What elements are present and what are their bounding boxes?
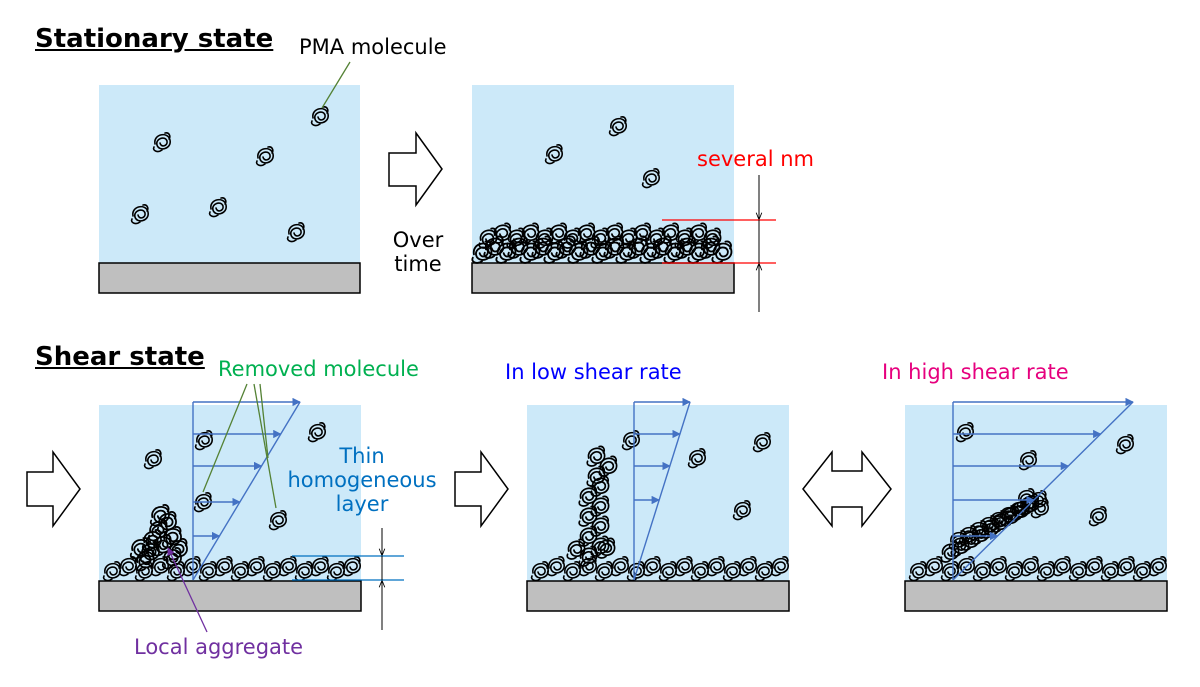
velocity-profile (952, 397, 1134, 581)
pma-leader-line (321, 61, 351, 109)
velocity-gradient-line (192, 401, 301, 581)
several-nm-label: several nm (697, 147, 814, 171)
velocity-profile (192, 397, 301, 581)
substrate (98, 262, 361, 294)
pma-molecule-label: PMA molecule (299, 35, 447, 59)
low-shear-panel (526, 397, 790, 612)
right-arrow-icon (26, 449, 81, 529)
removed-molecule-leaders (202, 383, 277, 509)
high-shear-panel (904, 397, 1168, 612)
substrate (98, 580, 362, 612)
local-aggregate-label: Local aggregate (134, 635, 304, 659)
stationary-initial-panel (98, 85, 361, 294)
right-arrow-icon (388, 130, 443, 208)
over-time-line-1: Over (392, 228, 444, 252)
substrate (526, 580, 790, 612)
velocity-gradient-line (952, 401, 1134, 581)
stationary-heading: Stationary state (35, 24, 274, 54)
stationary-adsorbed-panel (471, 85, 735, 294)
over-time-label: Over time (388, 228, 448, 276)
low-shear-label: In low shear rate (505, 360, 682, 384)
substrate (904, 580, 1168, 612)
fluid-region (527, 405, 789, 581)
thin-layer-label: Thin homogeneous layer (287, 444, 437, 516)
shear-initial-panel (98, 397, 362, 612)
double-arrow-icon (802, 449, 892, 529)
high-shear-label: In high shear rate (882, 360, 1069, 384)
thin-layer-line-1: Thin (339, 444, 385, 468)
substrate (471, 262, 735, 294)
local-aggregate-leader (167, 547, 208, 633)
thin-layer-line-3: layer (335, 492, 389, 517)
shear-heading: Shear state (35, 342, 205, 372)
thin-layer-line-2: homogeneous (287, 468, 437, 493)
removed-molecule-label: Removed molecule (218, 357, 419, 381)
thin-layer-dimension (292, 528, 404, 630)
right-arrow-icon (454, 449, 509, 529)
velocity-profile (633, 397, 691, 581)
over-time-line-2: time (394, 252, 442, 277)
several-nm-dimension (662, 175, 776, 312)
